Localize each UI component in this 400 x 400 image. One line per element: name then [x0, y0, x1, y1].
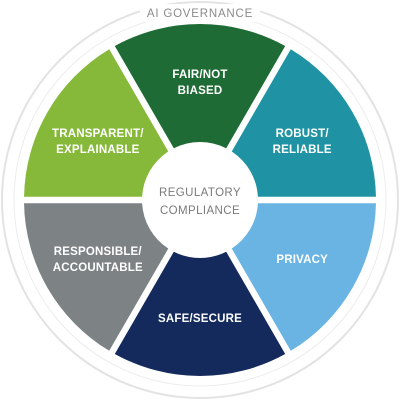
segment-label-robust: ROBUST/RELIABLE — [273, 128, 332, 156]
segment-transparent — [24, 49, 169, 197]
segment-label-line: ROBUST/ — [276, 128, 330, 140]
segment-label-responsible: RESPONSIBLE/ACCOUNTABLE — [53, 246, 143, 274]
segment-label-transparent: TRANSPARENT/EXPLAINABLE — [52, 128, 144, 156]
segment-label-line: PRIVACY — [276, 254, 328, 266]
segment-label-line: SAFE/SECURE — [158, 313, 242, 325]
ring-title-backdrop — [140, 4, 260, 22]
segment-label-safe: SAFE/SECURE — [158, 313, 242, 325]
segment-label-line: BIASED — [178, 85, 223, 97]
segment-privacy — [231, 203, 376, 351]
ring-title: AI GOVERNANCE — [147, 8, 253, 20]
governance-segments: FAIR/NOT BIASED ROBUST/RELIABLE PRIVACY SAFE… — [24, 23, 376, 377]
segment-label-line: EXPLAINABLE — [56, 144, 139, 156]
segment-label-privacy: PRIVACY — [276, 254, 328, 266]
segment-label-line: TRANSPARENT/ — [52, 128, 144, 140]
segment-fair — [114, 23, 286, 149]
center-label-line2: COMPLIANCE — [160, 205, 240, 217]
segment-label-line: FAIR/NOT — [172, 69, 227, 81]
segment-robust — [231, 49, 376, 197]
segment-label-line: ACCOUNTABLE — [53, 262, 143, 274]
segment-label-fair: FAIR/NOT BIASED — [172, 69, 227, 97]
segment-label-line: RELIABLE — [273, 144, 332, 156]
segment-label-line: RESPONSIBLE/ — [54, 246, 143, 258]
segment-responsible — [24, 203, 169, 351]
center-label-line1: REGULATORY — [159, 187, 241, 199]
center-hub — [148, 148, 252, 252]
segment-safe — [114, 251, 286, 377]
